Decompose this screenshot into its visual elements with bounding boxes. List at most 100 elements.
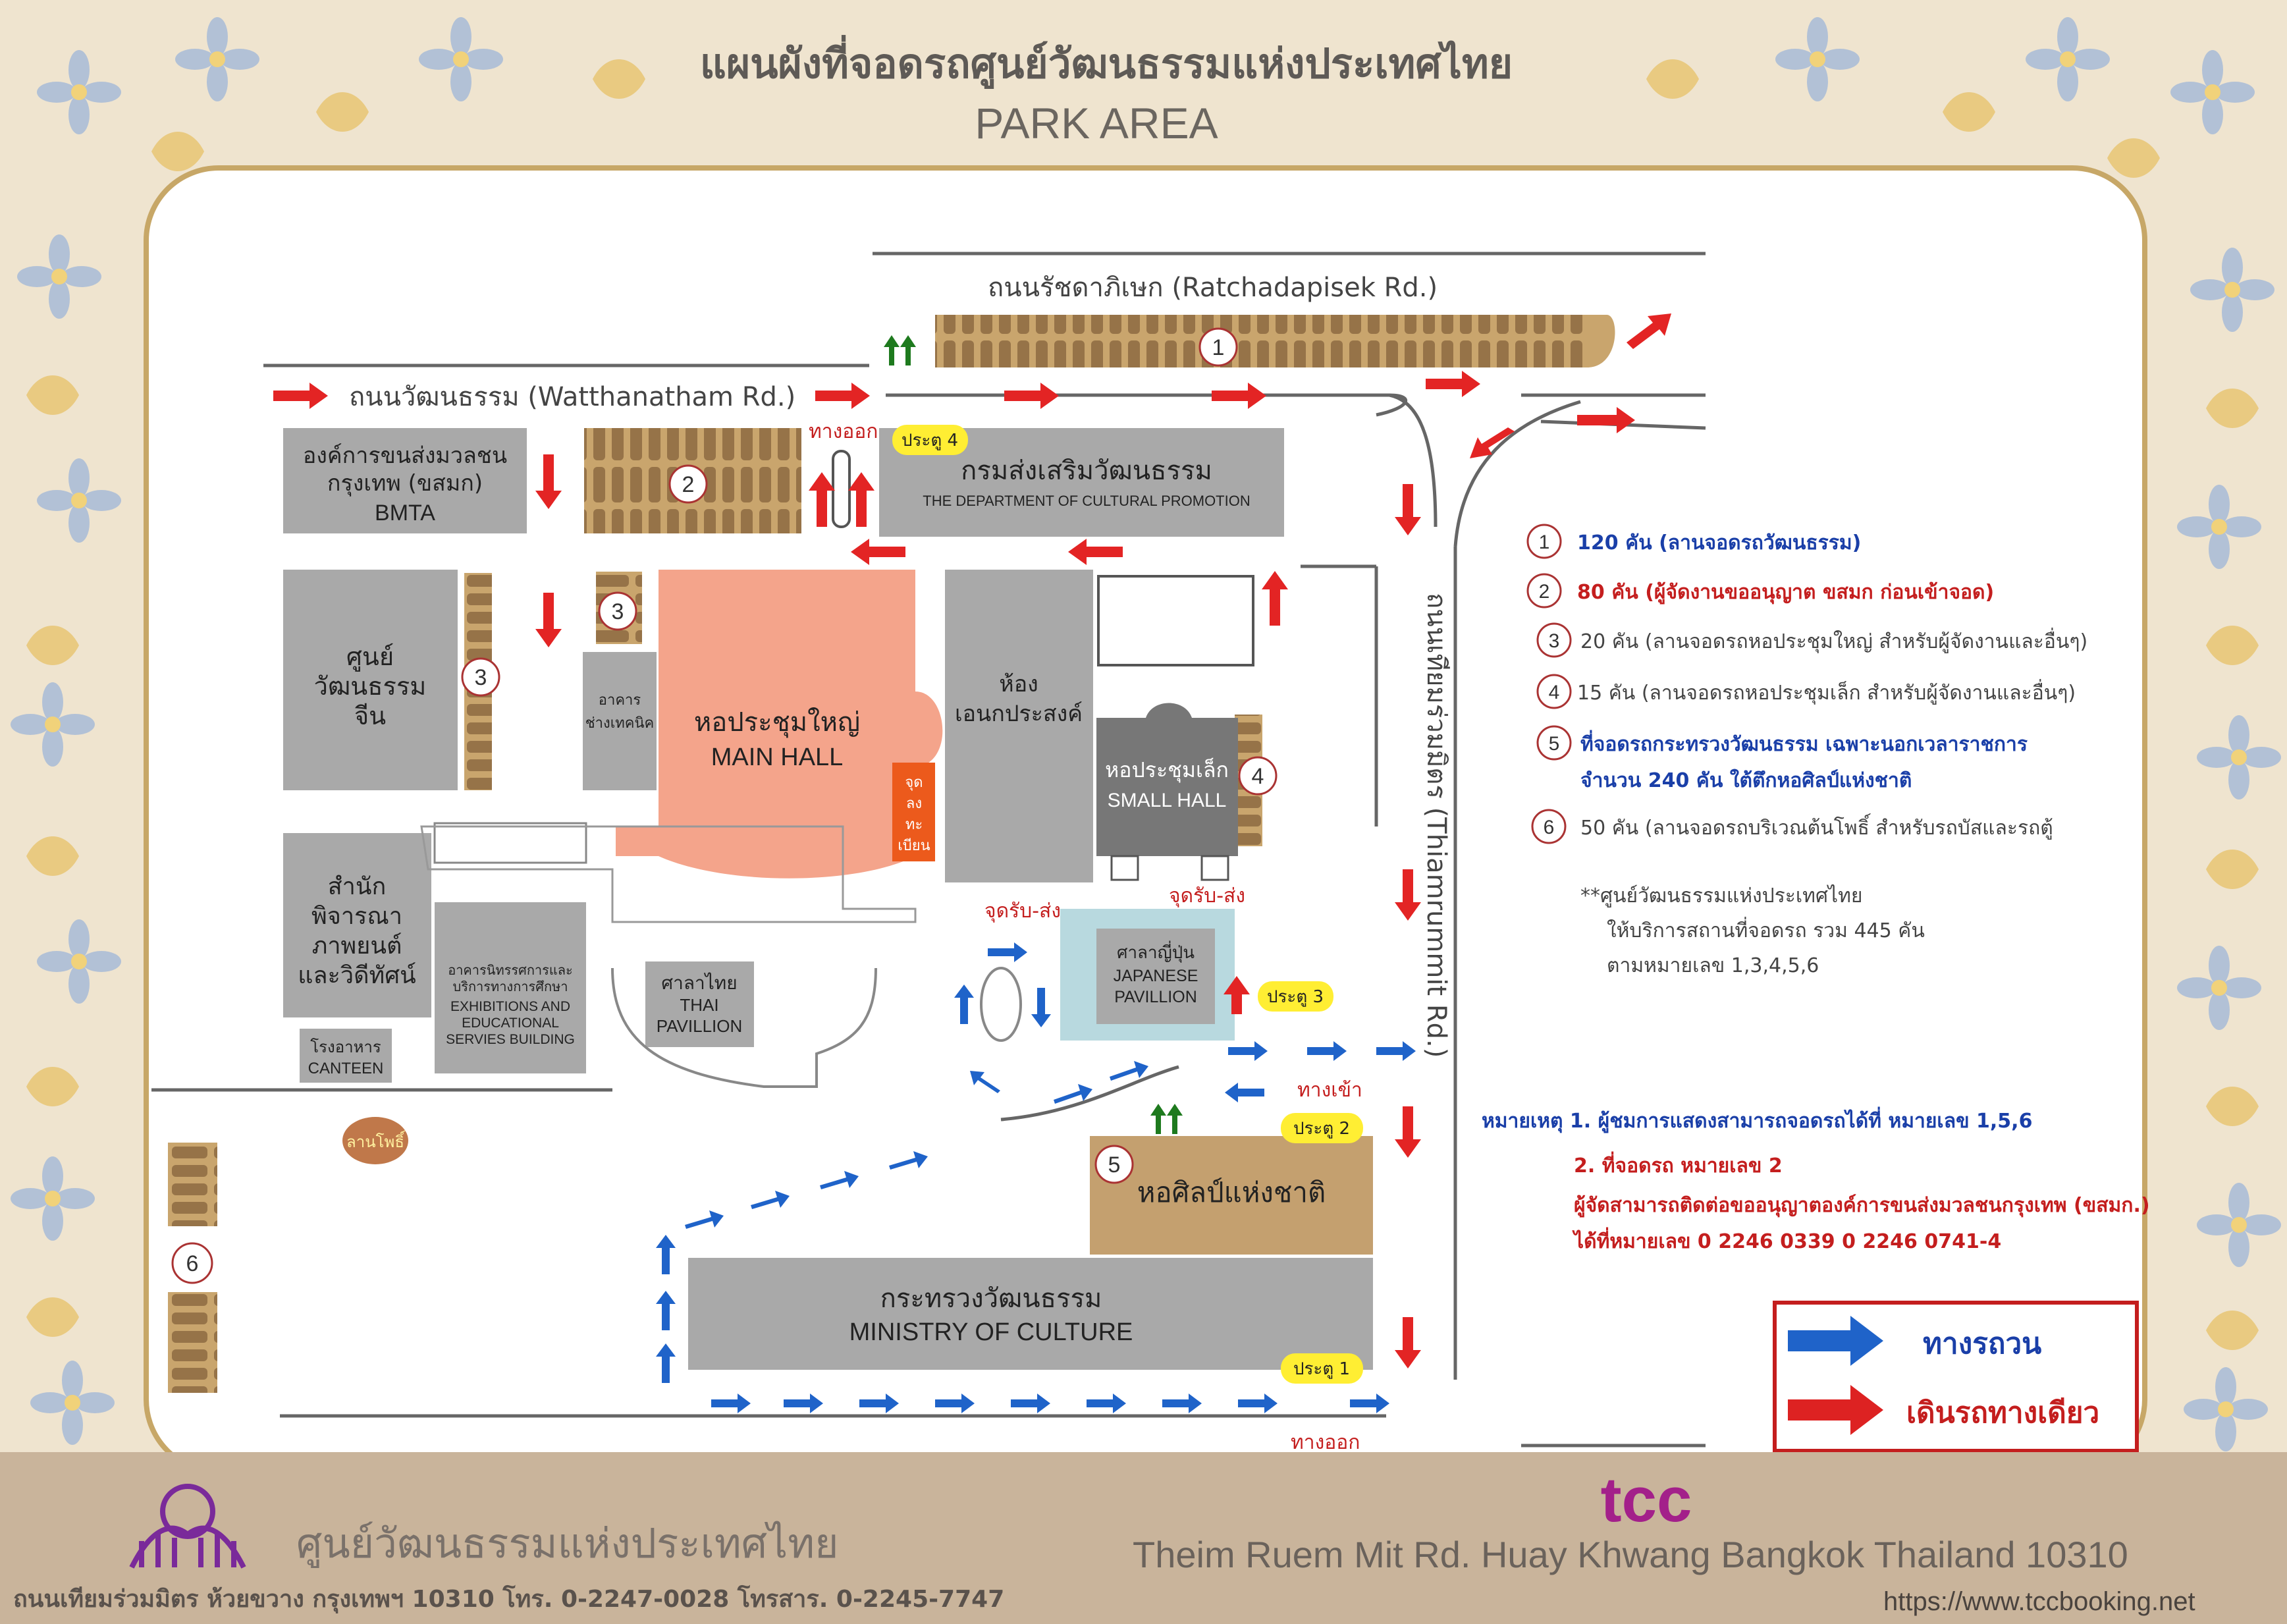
parking-lot-2: [584, 428, 801, 533]
page-subtitle: PARK AREA: [975, 99, 1218, 148]
parking-info-item-4: 4 15 คัน (ลานจอดรถหอประชุมเล็ก สำหรับผู้…: [1536, 674, 2076, 709]
svg-text:ที่จอดรถกระทรวงวัฒนธรรม เฉพาะน: ที่จอดรถกระทรวงวัฒนธรรม เฉพาะนอกเวลาราชก…: [1580, 730, 2028, 756]
svg-text:ทางเข้า: ทางเข้า: [1297, 1079, 1362, 1102]
svg-text:BMTA: BMTA: [375, 501, 435, 526]
svg-text:MINISTRY OF CULTURE: MINISTRY OF CULTURE: [849, 1318, 1133, 1346]
svg-text:ประตู 3: ประตู 3: [1267, 987, 1324, 1007]
svg-text:ทางออก: ทางออก: [1291, 1431, 1360, 1454]
svg-text:ห้อง: ห้อง: [999, 671, 1038, 697]
tcc-logo-icon: [129, 1484, 246, 1569]
svg-text:MAIN HALL: MAIN HALL: [711, 744, 844, 771]
svg-text:หมายเหตุ 1. ผู้ชมการแสดงสามารถ: หมายเหตุ 1. ผู้ชมการแสดงสามารถจอดรถได้ที…: [1482, 1106, 2032, 1133]
svg-text:ตามหมายเลข 1,3,4,5,6: ตามหมายเลข 1,3,4,5,6: [1607, 954, 1819, 977]
walkway: [420, 825, 917, 923]
legend-loop-label: ทางรถวน: [1923, 1327, 2041, 1361]
svg-text:6: 6: [1544, 817, 1555, 838]
svg-text:เบียน: เบียน: [898, 838, 930, 854]
svg-text:PAVILLION: PAVILLION: [1114, 988, 1197, 1006]
footer-address-th: ถนนเทียมร่วมมิตร ห้วยขวาง กรุงเทพฯ 10310…: [13, 1584, 1004, 1614]
svg-text:5: 5: [1108, 1152, 1121, 1177]
svg-text:ประตู 4: ประตู 4: [901, 431, 958, 450]
svg-text:4: 4: [1252, 764, 1264, 789]
building-ministry-of-culture: กระทรวงวัฒนธรรม MINISTRY OF CULTURE: [688, 1258, 1373, 1370]
svg-text:SMALL HALL: SMALL HALL: [1108, 790, 1227, 811]
remarks: หมายเหตุ 1. ผู้ชมการแสดงสามารถจอดรถได้ที…: [1482, 1106, 2150, 1253]
svg-text:ศาลาญี่ปุ่น: ศาลาญี่ปุ่น: [1117, 940, 1195, 963]
loop-blue-arrows: [656, 942, 1416, 1413]
svg-text:3: 3: [1549, 630, 1560, 652]
building-thai-pavilion: ศาลาไทย THAI PAVILLION: [645, 961, 754, 1047]
svg-text:1: 1: [1212, 335, 1225, 360]
svg-text:ช่างเทคนิค: ช่างเทคนิค: [585, 715, 655, 732]
footer-address-en: Theim Ruem Mit Rd. Huay Khwang Bangkok T…: [1133, 1534, 2128, 1575]
svg-text:ให้บริการสถานที่จอดรถ รวม 445: ให้บริการสถานที่จอดรถ รวม 445 คัน: [1607, 917, 1925, 942]
building-bmta: องค์การขนส่งมวลชน กรุงเทพ (ขสมก) BMTA: [283, 428, 527, 533]
svg-text:จุด: จุด: [905, 774, 923, 791]
svg-text:จุดรับ-ส่ง: จุดรับ-ส่ง: [984, 900, 1061, 923]
svg-text:ประตู 2: ประตู 2: [1293, 1119, 1350, 1139]
svg-text:4: 4: [1549, 682, 1560, 703]
parking-info-item-6: 6 50 คัน (ลานจอดรถบริเวณต้นโพธิ์ สำหรับร…: [1531, 809, 2053, 844]
registration-point: จุด ลง ทะ เบียน: [892, 763, 935, 861]
svg-text:3: 3: [612, 599, 624, 624]
svg-text:2. ที่จอดรถ หมายเลข 2: 2. ที่จอดรถ หมายเลข 2: [1574, 1151, 1783, 1177]
svg-text:อาคารนิทรรศการและ: อาคารนิทรรศการและ: [448, 962, 573, 978]
lot-number-badges: 1 2 3 3 4 5 6: [171, 327, 1278, 1284]
svg-text:จีน: จีน: [354, 701, 386, 730]
svg-text:ลง: ลง: [906, 796, 922, 812]
svg-text:และวิดีทัศน์: และวิดีทัศน์: [298, 962, 416, 989]
building-main-hall: หอประชุมใหญ่ MAIN HALL: [616, 570, 943, 879]
svg-text:2: 2: [1539, 581, 1550, 603]
svg-text:80 คัน (ผู้จัดงานขออนุญาต ขสมก: 80 คัน (ผู้จัดงานขออนุญาต ขสมก ก่อนเข้าจ…: [1577, 581, 1994, 605]
svg-text:กรมส่งเสริมวัฒนธรรม: กรมส่งเสริมวัฒนธรรม: [961, 456, 1212, 486]
footer-url[interactable]: https://www.tccbooking.net: [1883, 1587, 2195, 1616]
svg-text:JAPANESE: JAPANESE: [1114, 967, 1198, 985]
roundabout: [980, 967, 1022, 1042]
svg-text:15 คัน (ลานจอดรถหอประชุมเล็ก ส: 15 คัน (ลานจอดรถหอประชุมเล็ก สำหรับผู้จั…: [1577, 679, 2076, 705]
footer-brand: tcc: [1601, 1465, 1692, 1535]
parking-info-item-3: 3 20 คัน (ลานจอดรถหอประชุมใหญ่ สำหรับผู้…: [1536, 622, 2087, 658]
building-canteen: โรงอาหาร CANTEEN: [300, 1029, 392, 1083]
svg-text:พิจารณา: พิจารณา: [311, 903, 402, 930]
parking-info-list: 1 120 คัน (ลานจอดรถวัฒนธรรม) 2 80 คัน (ผ…: [1526, 524, 2087, 844]
parking-info-item-5: 5 ที่จอดรถกระทรวงวัฒนธรรม เฉพาะนอกเวลารา…: [1536, 725, 2028, 792]
parking-info-item-2: 2 80 คัน (ผู้จัดงานขออนุญาต ขสมก ก่อนเข้…: [1526, 573, 1994, 609]
svg-text:บริการทางการศึกษา: บริการทางการศึกษา: [453, 979, 568, 994]
svg-text:ทะ: ทะ: [905, 817, 923, 833]
map-direction-labels: ทางออก ทางออก ทางเข้า จุดรับ-ส่ง จุดรับ-…: [809, 420, 1362, 1454]
building-multipurpose-room: ห้อง เอนกประสงค์: [945, 570, 1093, 882]
svg-text:โรงอาหาร: โรงอาหาร: [310, 1038, 381, 1056]
svg-text:จุดรับ-ส่ง: จุดรับ-ส่ง: [1169, 884, 1245, 908]
legend: ทางรถวน เดินรถทางเดียว: [1773, 1301, 2139, 1453]
svg-text:EDUCATIONAL: EDUCATIONAL: [462, 1015, 559, 1031]
gate-labels: ประตู 4 ประตู 3 ประตู 2 ประตู 1: [892, 425, 1363, 1384]
road-watthanatham: ถนนวัฒนธรรม (Watthanatham Rd.): [349, 382, 795, 412]
blue-arrow-icon: [1788, 1316, 1883, 1366]
parking-lot-1: [935, 315, 1615, 367]
svg-text:ได้ที่หมายเลข 0 2246 0339 0: ได้ที่หมายเลข 0 2246 0339 0 2246 0741-4: [1572, 1227, 2001, 1253]
svg-text:เอนกประสงค์: เอนกประสงค์: [955, 701, 1083, 727]
building-chinese-center: ศูนย์ วัฒนธรรม จีน: [283, 570, 458, 790]
svg-text:THE DEPARTMENT OF CULTURAL PRO: THE DEPARTMENT OF CULTURAL PROMOTION: [923, 493, 1250, 509]
bodhi-tree-yard: ลานโพธิ์: [342, 1117, 408, 1164]
svg-text:กรุงเทพ (ขสมก): กรุงเทพ (ขสมก): [327, 470, 483, 497]
svg-text:กระทรวงวัฒนธรรม: กระทรวงวัฒนธรรม: [880, 1284, 1102, 1314]
svg-text:ประตู 1: ประตู 1: [1293, 1359, 1350, 1379]
svg-text:ผู้จัดสามารถติดต่อขออนุญาตองค์: ผู้จัดสามารถติดต่อขออนุญาตองค์การขนส่งมว…: [1574, 1194, 2150, 1218]
svg-text:50 คัน (ลานจอดรถบริเวณต้นโพธิ์: 50 คัน (ลานจอดรถบริเวณต้นโพธิ์ สำหรับรถบ…: [1580, 813, 2053, 840]
svg-text:CANTEEN: CANTEEN: [308, 1060, 384, 1077]
page-title: แผนผังที่จอดรถศูนย์วัฒนธรรมแห่งประเทศไทย: [700, 35, 1513, 89]
building-national-gallery: หอศิลป์แห่งชาติ: [1090, 1136, 1373, 1255]
thai-pavilion-path: [611, 967, 877, 1088]
footer-bar: [0, 1452, 2287, 1624]
parking-summary: **ศูนย์วัฒนธรรมแห่งประเทศไทย ให้บริการสถ…: [1580, 884, 1925, 977]
road-thiamruammit: ถนนเทียมร่วมมิตร (Thiamrummit Rd.): [1421, 593, 1451, 1058]
building-film-office: สำนัก พิจารณา ภาพยนต์ และวิดีทัศน์: [283, 833, 431, 1017]
svg-text:EXHIBITIONS AND: EXHIBITIONS AND: [450, 999, 570, 1014]
svg-text:ศูนย์: ศูนย์: [346, 642, 394, 672]
svg-text:อาคาร: อาคาร: [599, 692, 641, 709]
svg-text:ภาพยนต์: ภาพยนต์: [312, 933, 402, 960]
svg-text:หอศิลป์แห่งชาติ: หอศิลป์แห่งชาติ: [1137, 1176, 1326, 1208]
